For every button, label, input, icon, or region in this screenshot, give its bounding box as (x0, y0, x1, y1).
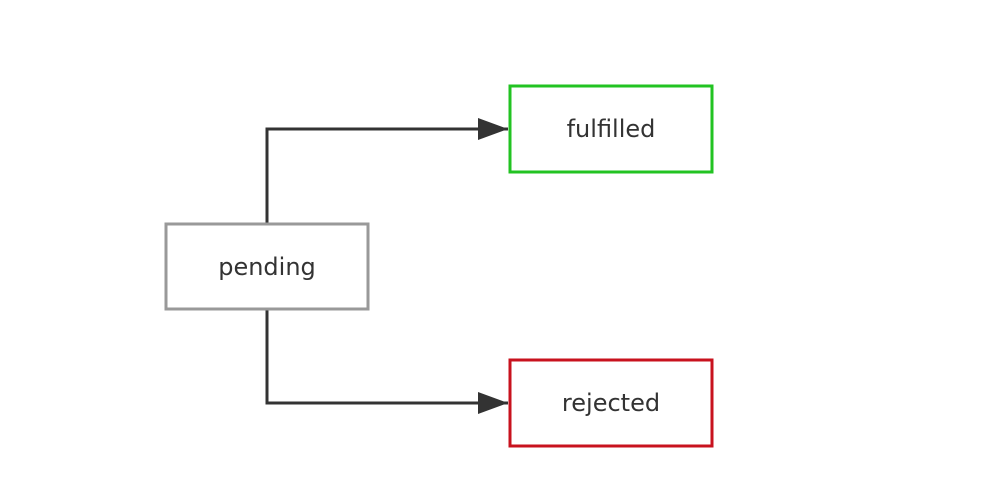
node-fulfilled-label: fulfilled (567, 115, 656, 143)
node-rejected-label: rejected (562, 389, 660, 417)
node-pending: pending (164, 222, 370, 311)
edge-pending-to-fulfilled (265, 118, 508, 223)
edge-pending-to-rejected (265, 310, 508, 414)
node-fulfilled-box (508, 84, 714, 174)
node-rejected: rejected (508, 358, 714, 448)
node-pending-box (164, 222, 370, 311)
node-pending-label: pending (218, 253, 316, 281)
node-rejected-box (508, 358, 714, 448)
node-fulfilled: fulfilled (508, 84, 714, 174)
